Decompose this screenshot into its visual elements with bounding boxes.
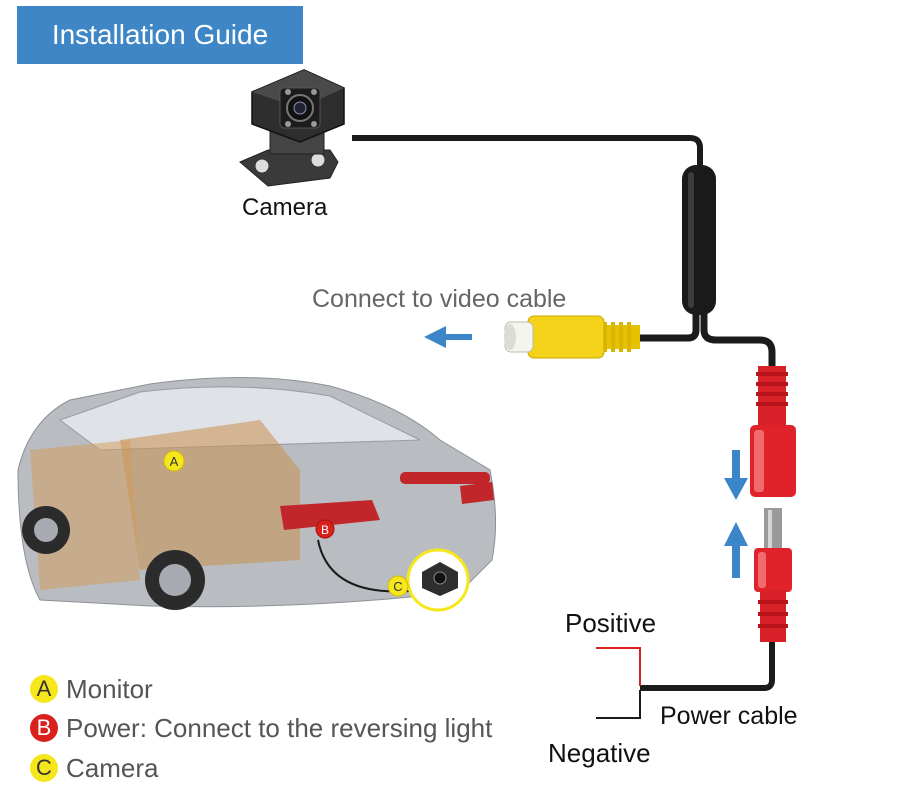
legend-text: Monitor	[66, 673, 153, 704]
power-connector-female	[750, 366, 796, 497]
car-marker-c-label: C	[393, 579, 402, 594]
legend-badge-c: C	[30, 754, 58, 782]
connect-video-label: Connect to video cable	[312, 285, 567, 313]
car-marker-b-label: B	[321, 523, 329, 537]
camera-icon	[239, 69, 345, 187]
car-illustration	[17, 377, 497, 612]
car-marker-a	[163, 450, 185, 472]
legend-badge-b: B	[30, 714, 58, 742]
positive-wire	[596, 647, 641, 686]
negative-wire	[596, 690, 641, 719]
negative-label: Negative	[548, 738, 651, 768]
power-cable-label: Power cable	[660, 702, 798, 730]
car-marker-b	[315, 519, 335, 539]
legend-text: Camera	[66, 752, 159, 783]
camera-label: Camera	[242, 194, 328, 221]
power-cable	[640, 642, 775, 691]
arrow-up-icon	[724, 522, 748, 578]
cable-junction-box	[640, 165, 776, 366]
rca-video-connector	[504, 315, 640, 359]
legend-item-b: B Power: Connect to the reversing light	[30, 711, 492, 745]
arrow-left-icon	[424, 326, 472, 348]
car-marker-a-label: A	[170, 454, 179, 469]
legend-badge-a: A	[30, 675, 58, 703]
legend-item-a: A Monitor	[30, 672, 153, 706]
installation-guide-header: Installation Guide	[17, 6, 303, 64]
video-cable	[352, 135, 703, 168]
legend-item-c: C Camera	[30, 751, 158, 785]
arrow-down-icon	[724, 450, 748, 500]
power-connector-male	[754, 508, 792, 642]
positive-label: Positive	[565, 608, 657, 638]
car-marker-c	[387, 575, 409, 597]
legend-text: Power: Connect to the reversing light	[66, 712, 493, 743]
